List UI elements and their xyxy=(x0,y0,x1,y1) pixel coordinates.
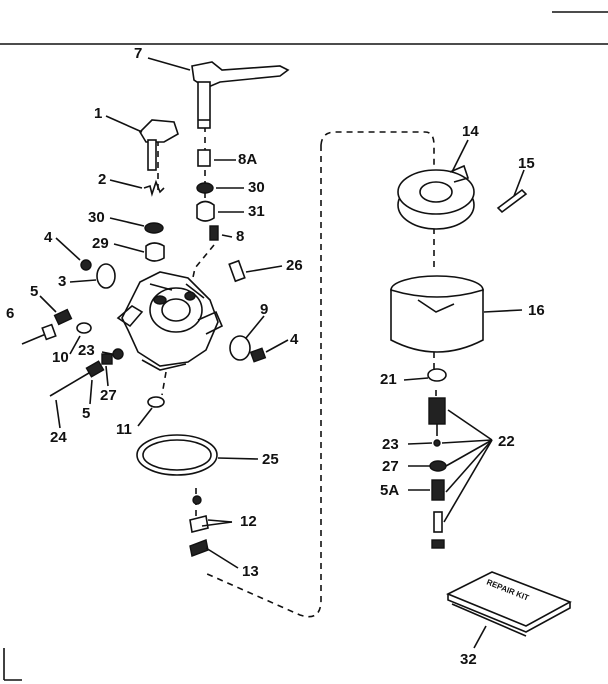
label-2: 2 xyxy=(98,171,106,188)
gasket-part-25 xyxy=(136,434,218,476)
label-26: 26 xyxy=(286,257,303,274)
label-14: 14 xyxy=(462,123,479,140)
label-27-right: 27 xyxy=(382,458,399,475)
label-12: 12 xyxy=(240,513,257,530)
choke-shaft-part-1 xyxy=(138,119,179,171)
plate-part-9 xyxy=(229,335,251,361)
screw-part-13 xyxy=(189,539,209,557)
label-22: 22 xyxy=(498,433,515,450)
repair-kit-part-32: REPAIR KIT xyxy=(446,571,572,637)
label-4-right: 4 xyxy=(290,331,299,348)
label-29: 29 xyxy=(92,235,109,252)
seal-part-30 xyxy=(196,182,214,194)
label-25: 25 xyxy=(262,451,279,468)
label-5-lower: 5 xyxy=(82,405,90,422)
label-31: 31 xyxy=(248,203,265,220)
screw-part-4-upper xyxy=(80,259,92,271)
label-10: 10 xyxy=(52,349,69,366)
spring-part-5a xyxy=(431,479,445,501)
label-11: 11 xyxy=(116,421,132,438)
spring-part-5-upper xyxy=(53,308,73,326)
label-23-left: 23 xyxy=(78,342,95,359)
spring-part-8a xyxy=(197,149,211,167)
gasket-part-11 xyxy=(147,396,165,408)
ball-part-12 xyxy=(192,495,202,505)
label-8a: 8A xyxy=(238,151,257,168)
seal-part-30-left xyxy=(144,222,164,234)
idle-screw-part-6 xyxy=(21,323,57,345)
plate-part-3 xyxy=(96,263,116,289)
carburetor-body xyxy=(116,271,224,371)
o-ring-part-23 xyxy=(112,348,124,360)
label-7: 7 xyxy=(134,45,142,62)
bushing-part-29 xyxy=(145,242,165,262)
label-16: 16 xyxy=(528,302,545,319)
label-1: 1 xyxy=(94,105,102,122)
label-6: 6 xyxy=(6,305,14,322)
label-8: 8 xyxy=(236,228,244,245)
assembly-dashed-lines xyxy=(157,115,437,618)
label-27-left: 27 xyxy=(100,387,117,404)
label-15: 15 xyxy=(518,155,535,172)
pin-part-12 xyxy=(189,515,209,533)
spring-part-2 xyxy=(143,179,165,197)
label-13: 13 xyxy=(242,563,259,580)
screw-part-4-right xyxy=(249,347,267,363)
fitting-part-26 xyxy=(228,259,246,283)
needle-part-22-lower xyxy=(431,511,445,549)
label-5a: 5A xyxy=(380,482,399,499)
label-30-right: 30 xyxy=(248,179,265,196)
leader-lines xyxy=(39,57,525,649)
float-cover-part-14 xyxy=(397,164,475,230)
washer-part-21 xyxy=(427,368,447,382)
label-23-right: 23 xyxy=(382,436,399,453)
bushing-part-31 xyxy=(196,200,215,222)
washer-part-10 xyxy=(76,322,92,334)
label-4-upper: 4 xyxy=(44,229,53,246)
label-3: 3 xyxy=(58,273,66,290)
label-21: 21 xyxy=(380,371,397,388)
washer-part-27-right xyxy=(429,460,447,472)
needle-assembly-24 xyxy=(49,353,113,397)
part-number-labels: 7 1 2 8A 30 31 8 30 29 4 3 26 9 4 5 6 23… xyxy=(6,45,545,668)
label-30-left: 30 xyxy=(88,209,105,226)
o-ring-part-23-right xyxy=(433,439,441,447)
float-part-16 xyxy=(390,275,484,353)
throttle-shaft-part-7 xyxy=(191,61,290,129)
label-9: 9 xyxy=(260,301,268,318)
label-5-upper: 5 xyxy=(30,283,38,300)
label-24: 24 xyxy=(50,429,67,446)
inlet-needle-part-22 xyxy=(428,397,446,436)
gasket-part-25-inner xyxy=(142,439,212,471)
label-32: 32 xyxy=(460,651,477,668)
pin-part-15 xyxy=(496,188,528,214)
needle-part-8 xyxy=(209,225,219,241)
